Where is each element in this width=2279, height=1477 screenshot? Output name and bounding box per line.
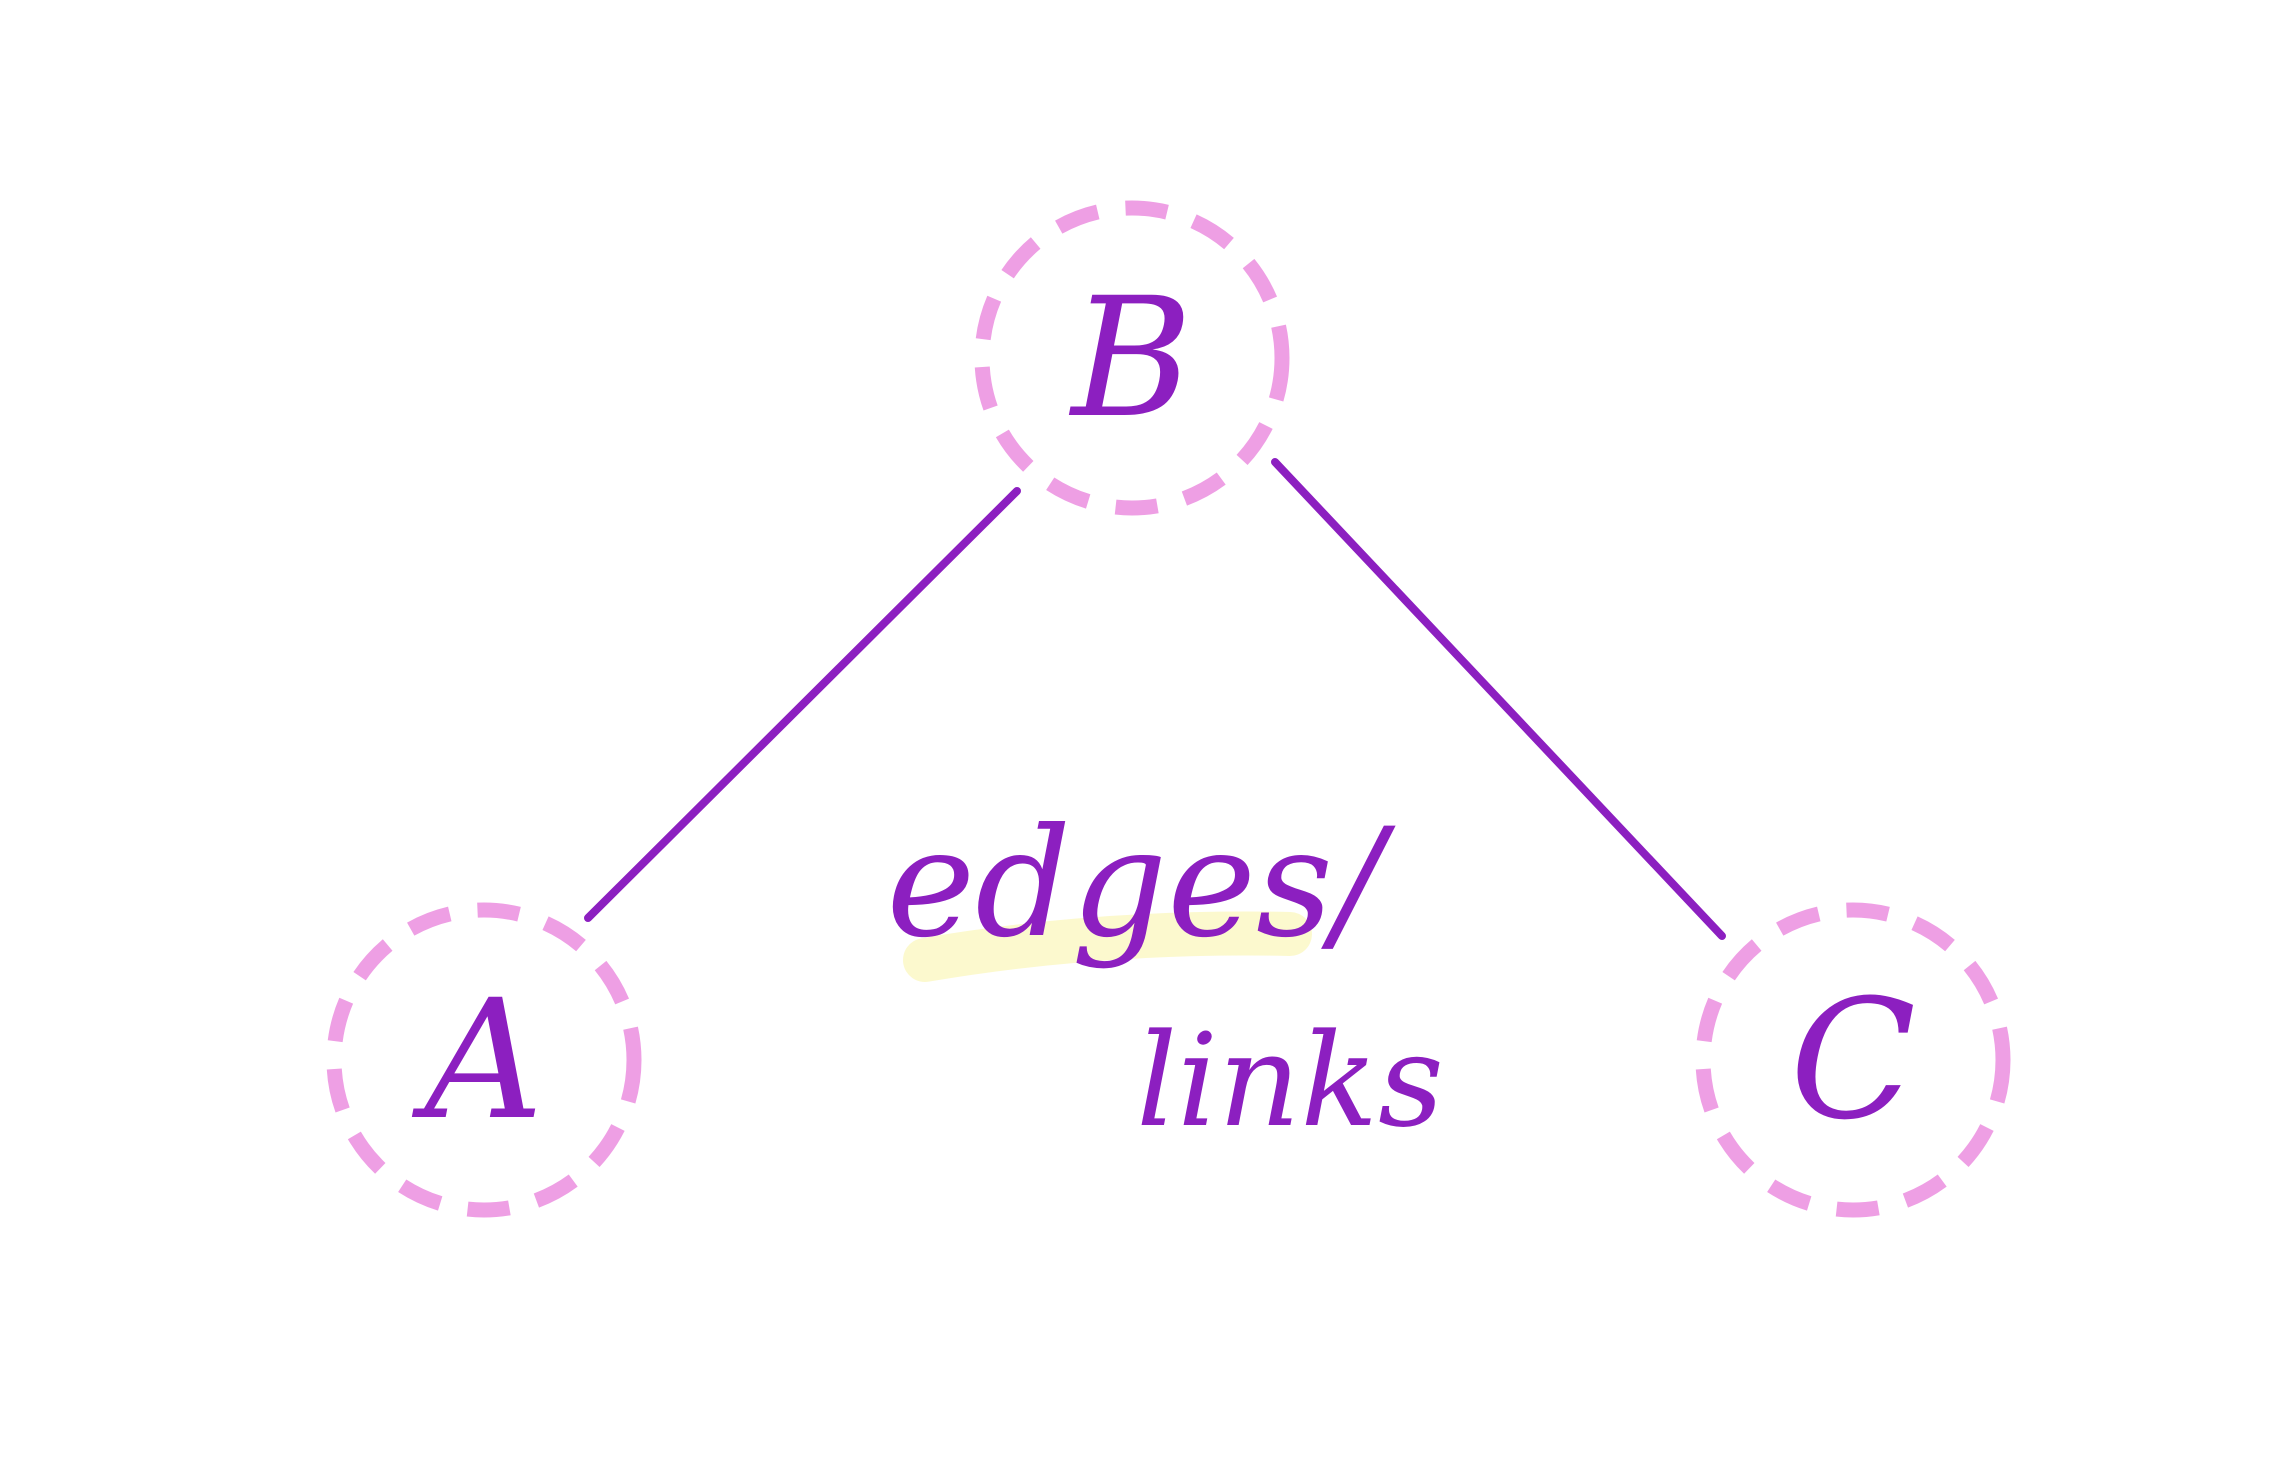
node-a: A xyxy=(326,902,642,1218)
annotation-links-label: links xyxy=(1136,1007,1444,1156)
annotation-edges-label: edges/ xyxy=(886,797,1396,971)
node-b-ring xyxy=(974,200,1290,516)
node-c: C xyxy=(1695,902,2011,1218)
node-b: B xyxy=(974,200,1290,516)
annotation-highlight xyxy=(903,911,1312,982)
node-c-ring xyxy=(1695,902,2011,1218)
node-b-label: B xyxy=(1068,262,1192,454)
node-a-label: A xyxy=(411,964,543,1156)
edge-b-a xyxy=(584,487,1021,922)
edge-b-c xyxy=(1271,458,1726,940)
node-a-ring xyxy=(326,902,642,1218)
node-c-label: C xyxy=(1790,964,1916,1156)
